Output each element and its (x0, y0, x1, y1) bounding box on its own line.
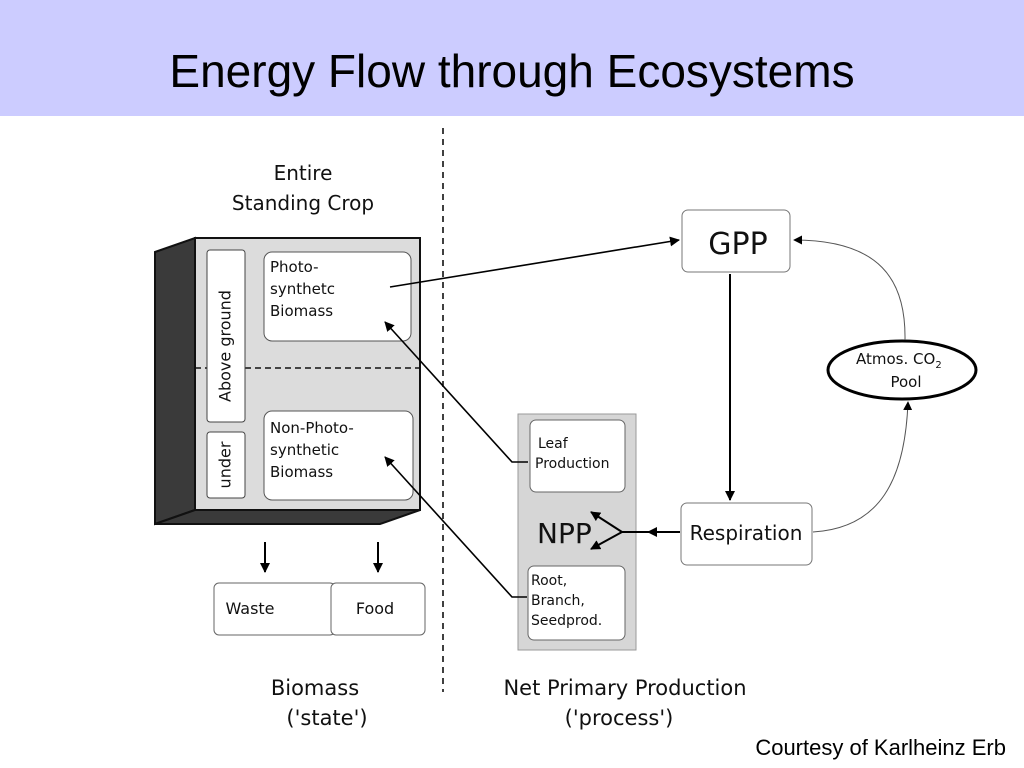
standing-crop-header-line1: Entire (274, 161, 333, 185)
svg-text:synthetc: synthetc (270, 280, 335, 298)
svg-text:under: under (216, 441, 235, 488)
npp-label: NPP (537, 517, 592, 550)
svg-text:GPP: GPP (708, 227, 767, 262)
title-band (0, 0, 1024, 116)
gpp-box: GPP (681, 209, 791, 273)
svg-text:Production: Production (535, 456, 609, 472)
page-title: Energy Flow through Ecosystems (169, 45, 855, 97)
svg-text:Above ground: Above ground (216, 290, 235, 402)
respiration-box: Respiration (680, 502, 813, 566)
standing-crop-header-line2: Standing Crop (232, 191, 374, 215)
respiration-to-atmos-arrow (812, 401, 913, 533)
waste-box: Waste (213, 582, 336, 636)
svg-text:Photo-: Photo- (270, 258, 318, 276)
svg-text:Seedprod.: Seedprod. (531, 613, 602, 629)
leaf-to-photosynthetic-arrow (384, 321, 528, 463)
npp-footer-line1: Net Primary Production (503, 676, 746, 700)
biomass-footer-line2: ('state') (286, 706, 367, 730)
leaf-production-box: Leaf Production (529, 419, 626, 493)
svg-text:Biomass: Biomass (270, 463, 333, 481)
photosynthetic-to-gpp-arrow (389, 236, 680, 288)
svg-text:Non-Photo-: Non-Photo- (270, 419, 354, 437)
svg-text:synthetic: synthetic (270, 441, 339, 459)
svg-text:Food: Food (356, 599, 394, 618)
svg-text:Atmos. CO2: Atmos. CO2 (856, 350, 942, 371)
svg-text:Pool: Pool (890, 373, 921, 391)
root-to-nonphotosynthetic-arrow (384, 456, 527, 598)
courtesy-credit: Courtesy of Karlheinz Erb (755, 735, 1006, 760)
svg-text:Branch,: Branch, (531, 593, 585, 609)
svg-text:Respiration: Respiration (690, 521, 803, 545)
root-branch-seed-box: Root, Branch, Seedprod. (527, 565, 626, 641)
biomass-footer-line1: Biomass (271, 676, 359, 700)
svg-text:Biomass: Biomass (270, 302, 333, 320)
photosynthetic-biomass-box: Photo- synthetc Biomass (263, 251, 412, 342)
atmos-co2-pool-ellipse: Atmos. CO2 Pool (826, 339, 978, 401)
npp-footer-line2: ('process') (565, 706, 674, 730)
svg-text:Root,: Root, (531, 573, 567, 589)
non-photosynthetic-biomass-box: Non-Photo- synthetic Biomass (263, 410, 414, 501)
npp-to-root-arrow (590, 531, 623, 550)
npp-to-leaf-arrow (590, 511, 623, 533)
svg-text:Leaf: Leaf (538, 436, 569, 452)
under-ground-label-box: under (206, 431, 246, 499)
atmos-to-gpp-arrow (793, 235, 906, 341)
above-ground-label-box: Above ground (206, 249, 246, 423)
svg-text:Waste: Waste (225, 599, 274, 618)
food-box: Food (330, 582, 426, 636)
